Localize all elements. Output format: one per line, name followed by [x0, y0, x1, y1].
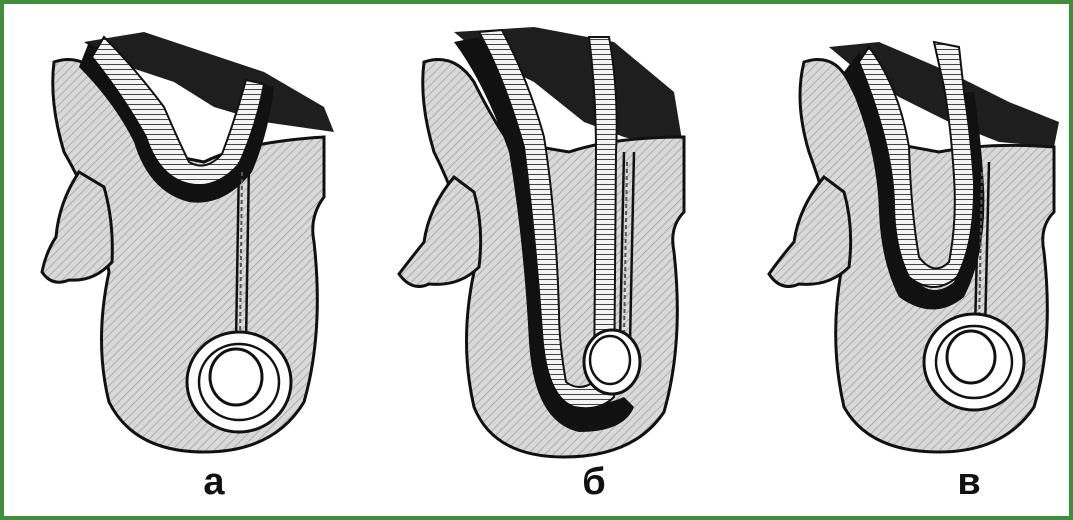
panel-label-a: а — [184, 462, 244, 502]
diagram-panel-c — [749, 12, 1073, 462]
diagram-panel-a — [24, 12, 354, 462]
diagram-panel-b — [384, 12, 714, 462]
panel-label-b: б — [564, 462, 624, 502]
panel-label-c: в — [939, 462, 999, 502]
